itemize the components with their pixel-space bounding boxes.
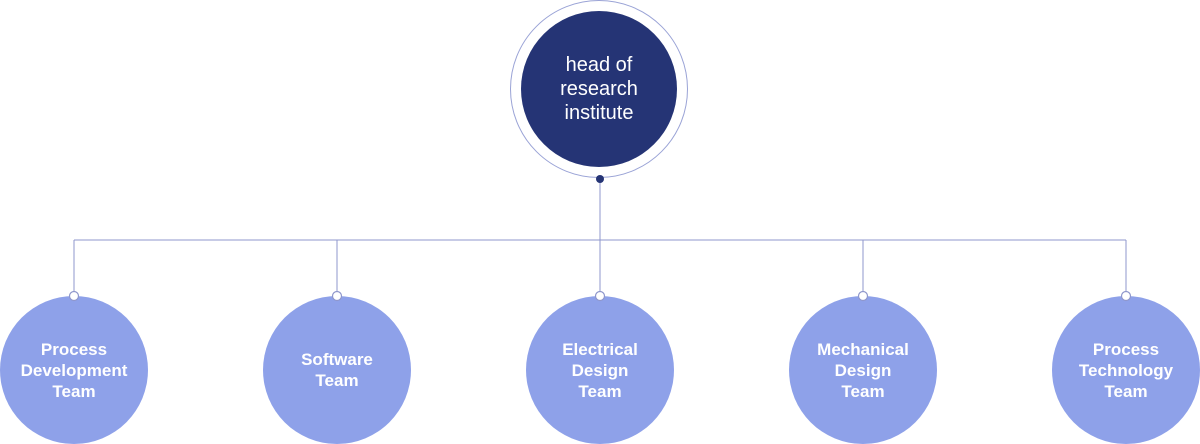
team-node-label: Software Team: [301, 350, 373, 390]
team-node-electrical-design: Electrical Design Team: [526, 296, 674, 444]
team-connector-dot: [1120, 290, 1132, 302]
team-node-label: Process Technology Team: [1078, 339, 1174, 401]
head-connector-dot: [596, 175, 604, 183]
team-connector-dot: [68, 290, 80, 302]
team-node-label: Process Development Team: [20, 339, 128, 401]
team-connector-dot: [594, 290, 606, 302]
head-node-label: head of research institute: [560, 54, 638, 124]
team-node-label: Mechanical Design Team: [817, 339, 909, 401]
team-node-label: Electrical Design Team: [562, 339, 638, 401]
team-connector-dot: [857, 290, 869, 302]
team-node-process-technology: Process Technology Team: [1052, 296, 1200, 444]
team-node-software: Software Team: [263, 296, 411, 444]
team-node-process-development: Process Development Team: [0, 296, 148, 444]
team-node-mechanical-design: Mechanical Design Team: [789, 296, 937, 444]
team-connector-dot: [331, 290, 343, 302]
head-node: head of research institute: [521, 11, 677, 167]
